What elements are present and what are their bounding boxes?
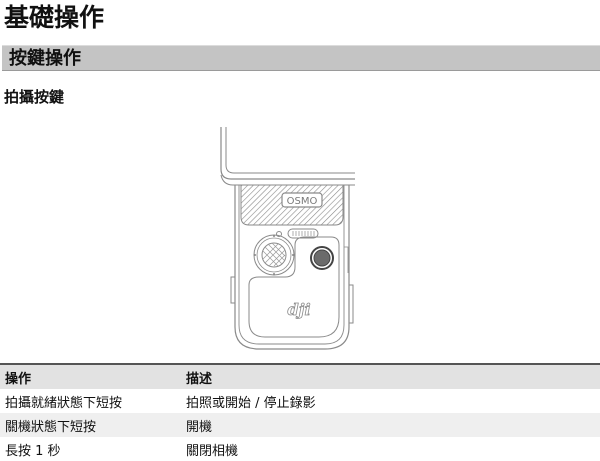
table-row: 關機狀態下短按 開機 [0,413,600,437]
device-illustration: OSMO dji [215,127,355,355]
subsection-title: 拍攝按鍵 [4,88,65,106]
page-title: 基礎操作 [4,3,105,32]
section-title: 按鍵操作 [9,48,81,69]
description-cell: 拍照或開始 / 停止錄影 [186,395,316,411]
osmo-label: OSMO [287,196,318,207]
operation-cell: 拍攝就緒狀態下短按 [5,395,123,411]
description-cell: 關閉相機 [186,443,239,459]
table-row: 長按 1 秒 關閉相機 [0,437,600,461]
column-header-operation: 操作 [5,371,32,387]
table-row: 拍攝就緒狀態下短按 拍照或開始 / 停止錄影 [0,389,600,413]
operation-cell: 關機狀態下短按 [5,419,97,435]
section-header-bar: 按鍵操作 [2,45,600,71]
operation-cell: 長按 1 秒 [5,443,61,459]
button-operations-table: 操作 描述 拍攝就緒狀態下短按 拍照或開始 / 停止錄影 關機狀態下短按 開機 … [0,363,600,461]
column-header-description: 描述 [186,371,213,387]
osmo-pocket-diagram-icon: OSMO dji [220,127,355,350]
table-header-row: 操作 描述 [0,365,600,389]
dji-logo: dji [287,300,310,319]
description-cell: 開機 [186,419,213,435]
